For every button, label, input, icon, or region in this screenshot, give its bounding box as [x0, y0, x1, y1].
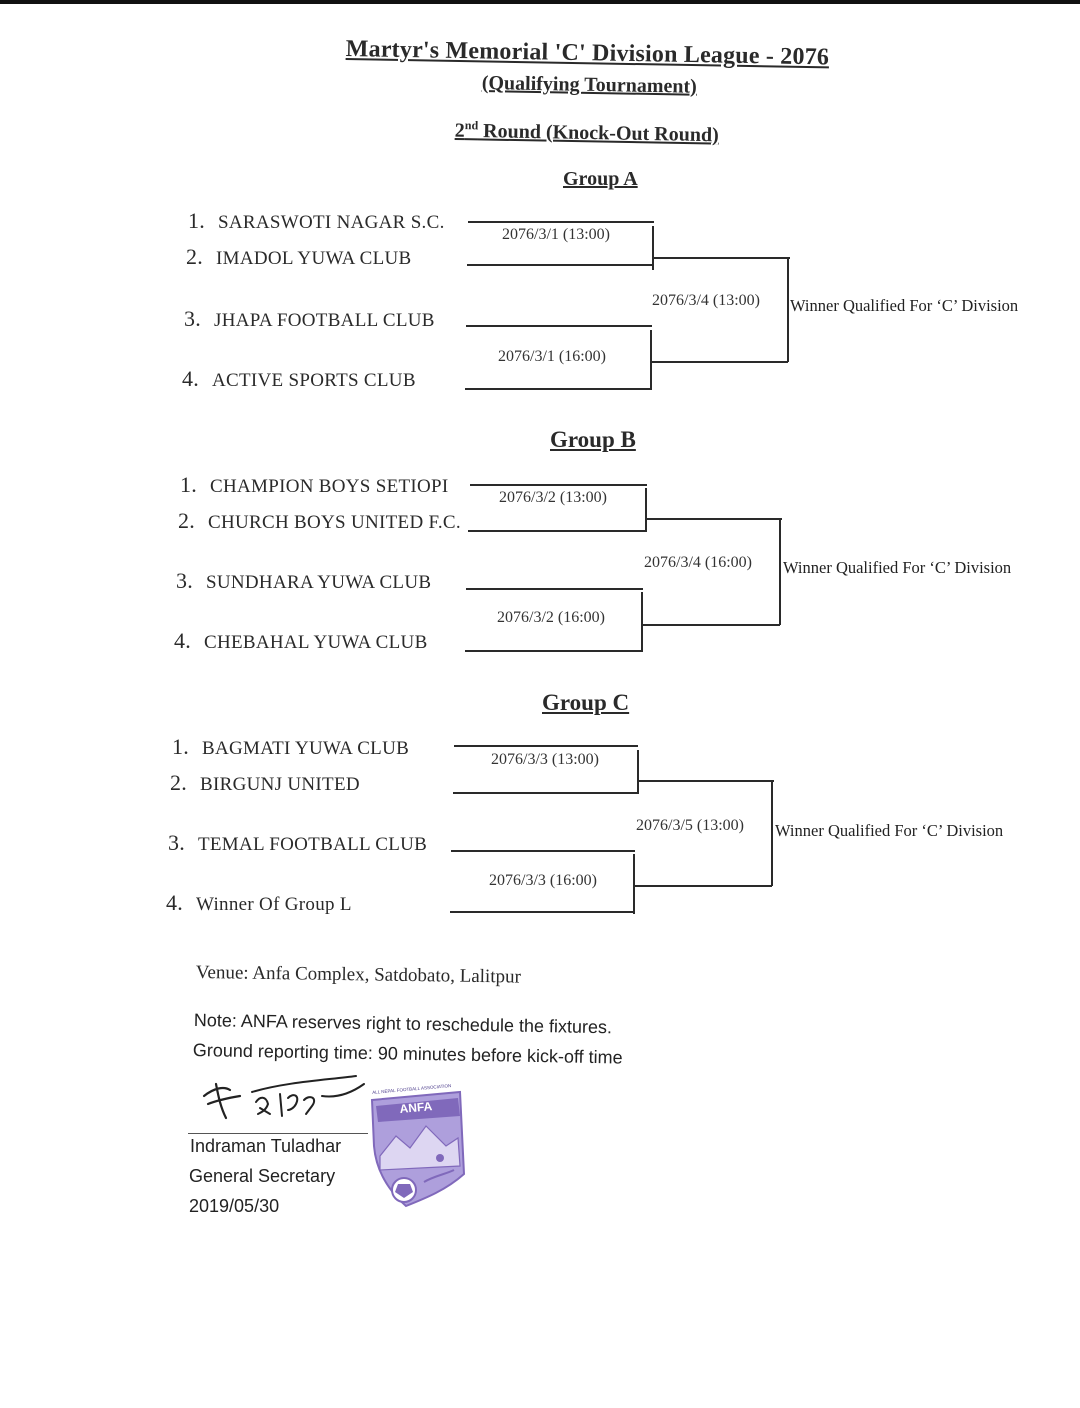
group-c-team-4: 4.Winner Of Group L [166, 890, 352, 915]
group-c-heading: Group C [542, 690, 630, 715]
group-c-bracket-line [634, 885, 772, 887]
group-a-final-date: 2076/3/4 (13:00) [652, 292, 760, 309]
group-b-team-2: 2.CHURCH BOYS UNITED F.C. [178, 508, 461, 533]
group-c-match-1-date: 2076/3/3 (13:00) [491, 751, 599, 768]
group-c-bracket-line [451, 850, 635, 852]
group-a-bracket-line [787, 257, 789, 362]
group-c-bracket-line [637, 750, 639, 794]
signatory-position: General Secretary [189, 1166, 336, 1186]
group-b-bracket-line [468, 530, 646, 532]
group-a-heading: Group A [563, 168, 638, 190]
group-b-bracket-line [465, 650, 643, 652]
group-c-bracket-line [454, 745, 638, 747]
group-c-bracket-line [450, 911, 634, 913]
signature-line [188, 1133, 368, 1134]
group-a-match-1-date: 2076/3/1 (13:00) [502, 226, 610, 243]
group-a-bracket-line [468, 221, 654, 223]
group-c-team-3: 3.TEMAL FOOTBALL CLUB [168, 830, 428, 855]
group-b-team-4: 4.CHEBAHAL YUWA CLUB [174, 628, 428, 653]
handwritten-signature [202, 1075, 365, 1120]
note-text: Note: ANFA reserves right to reschedule … [193, 1010, 613, 1038]
group-b-match-2-date: 2076/3/2 (16:00) [497, 609, 605, 626]
round-heading: 2nd Round (Knock-Out Round) [454, 118, 719, 147]
group-b-team-1: 1.CHAMPION BOYS SETIOPI [180, 472, 449, 497]
group-c-winner: Winner Qualified For ‘C’ Division [775, 821, 1004, 840]
group-c-bracket-line [453, 792, 637, 794]
group-b-bracket-line [642, 624, 780, 626]
top-border [0, 0, 1080, 4]
group-a-bracket-line [652, 226, 654, 270]
group-c-bracket-line [638, 780, 774, 782]
group-a-team-3: 3.JHAPA FOOTBALL CLUB [184, 306, 435, 331]
signatory-date: 2019/05/30 [189, 1196, 280, 1216]
group-b-heading: Group B [550, 427, 636, 452]
document-title: Martyr's Memorial 'C' Division League - … [345, 36, 830, 71]
group-b-bracket-line [646, 518, 782, 520]
group-b-bracket-line [466, 588, 643, 590]
group-b-bracket-line [645, 488, 647, 532]
group-b-final-date: 2076/3/4 (16:00) [644, 554, 752, 571]
group-b-winner: Winner Qualified For ‘C’ Division [783, 558, 1012, 577]
group-c-bracket-line [633, 854, 635, 914]
group-b-bracket-line [779, 518, 781, 625]
group-b-bracket-line [470, 484, 647, 486]
group-a-bracket-line [653, 257, 790, 259]
stamp-text: ANFA [399, 1099, 433, 1116]
group-c-team-1: 1.BAGMATI YUWA CLUB [172, 734, 410, 759]
group-a-team-4: 4.ACTIVE SPORTS CLUB [182, 366, 416, 391]
signatory-name: Indraman Tuladhar [190, 1136, 342, 1156]
group-c-bracket-line [771, 780, 773, 886]
group-a-winner: Winner Qualified For ‘C’ Division [790, 296, 1019, 315]
group-c-match-2-date: 2076/3/3 (16:00) [489, 872, 597, 889]
venue-text: Venue: Anfa Complex, Satdobato, Lalitpur [195, 962, 522, 988]
group-c-team-2: 2.BIRGUNJ UNITED [170, 770, 360, 795]
group-a-match-2-date: 2076/3/1 (16:00) [498, 348, 606, 365]
group-a-bracket-line [465, 388, 651, 390]
anfa-stamp-logo [370, 1090, 466, 1208]
group-a-team-1: 1.SARASWOTI NAGAR S.C. [188, 208, 445, 233]
reporting-time-text: Ground reporting time: 90 minutes before… [192, 1040, 623, 1068]
group-b-match-1-date: 2076/3/2 (13:00) [499, 489, 607, 506]
document-subtitle: (Qualifying Tournament) [481, 72, 698, 98]
group-a-bracket-line [466, 325, 652, 327]
group-c-final-date: 2076/3/5 (13:00) [636, 817, 744, 834]
group-b-bracket-line [641, 592, 643, 652]
group-a-bracket-line [651, 361, 788, 363]
group-a-team-2: 2.IMADOL YUWA CLUB [186, 244, 412, 269]
group-a-bracket-line [467, 264, 653, 266]
group-a-bracket-line [650, 330, 652, 390]
group-b-team-3: 3.SUNDHARA YUWA CLUB [176, 568, 432, 593]
